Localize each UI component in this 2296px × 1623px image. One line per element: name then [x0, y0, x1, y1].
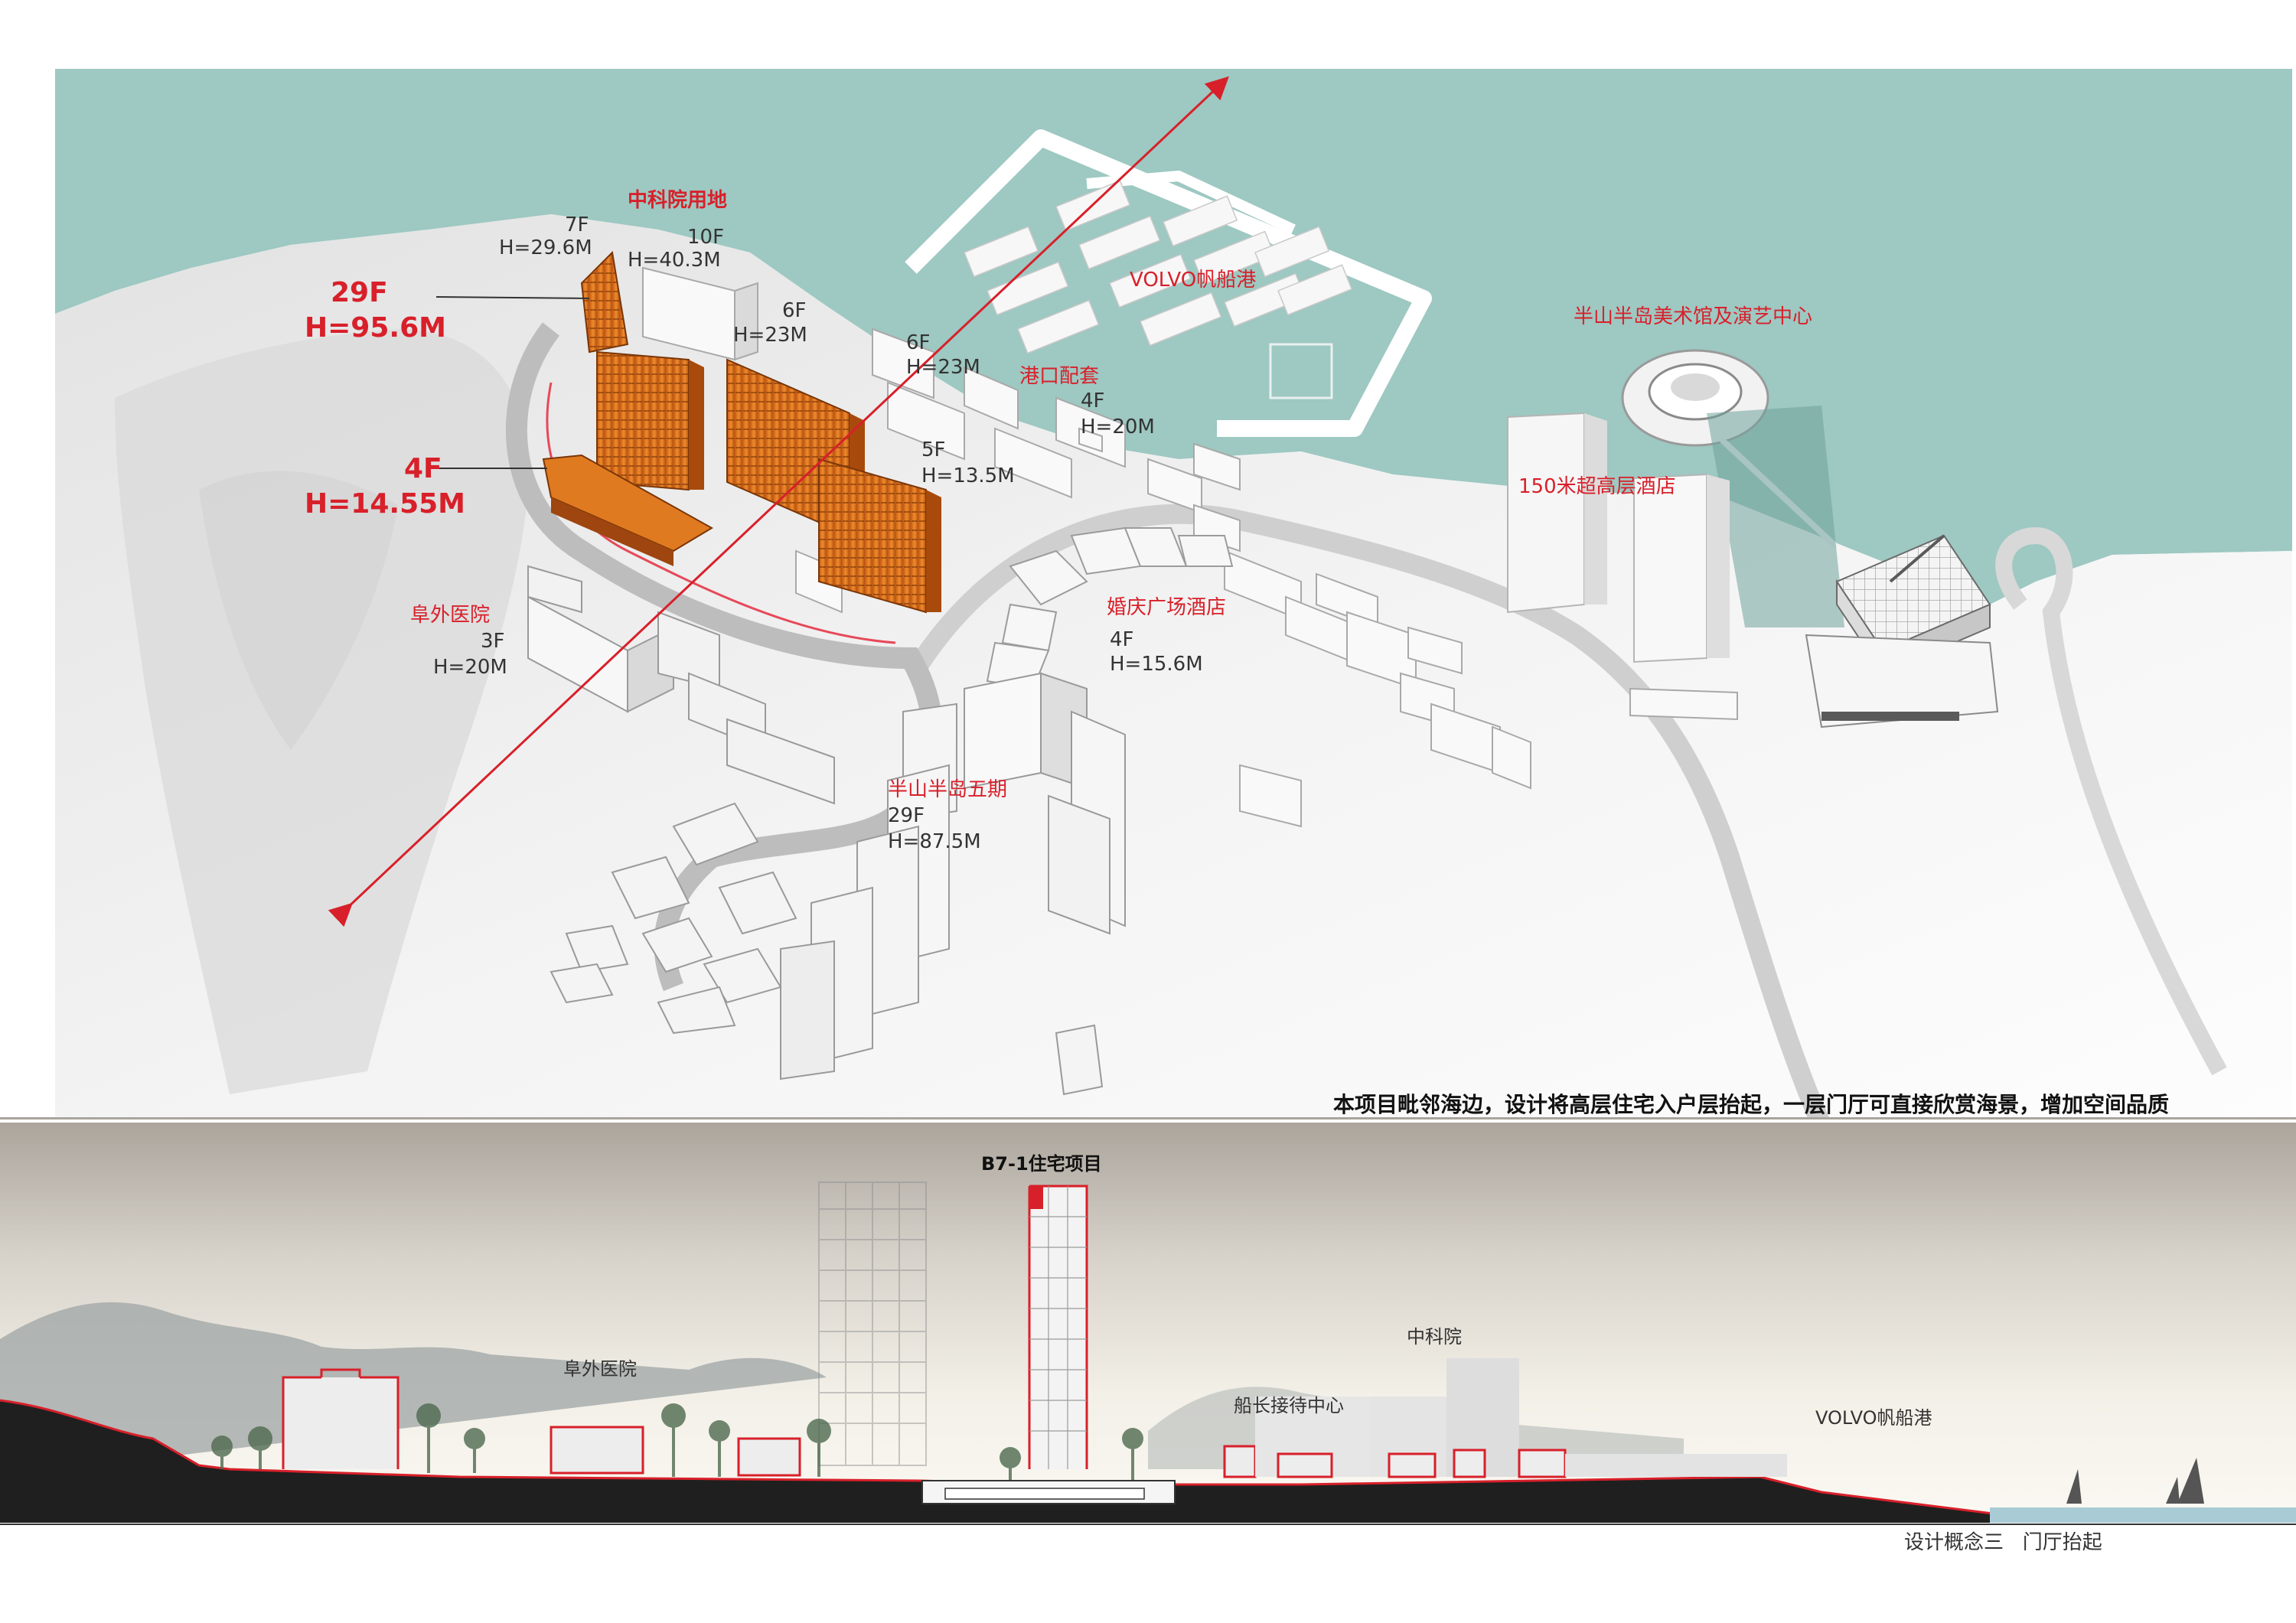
sailboats — [2066, 1458, 2204, 1504]
marina-pool — [1269, 343, 1333, 399]
label-phase5: 半山半岛五期 — [888, 778, 1008, 801]
height-10f-m: H=40.3M — [628, 249, 721, 272]
peninsula-road — [1995, 526, 2227, 1076]
far-mountains — [0, 1302, 827, 1477]
gallery-hall — [1805, 534, 1999, 728]
height-3f: 3F — [481, 630, 505, 653]
section-elevation — [0, 1117, 2296, 1523]
section-profile-redline — [0, 1399, 2006, 1517]
height-29f: 29F — [331, 277, 388, 308]
label-fuwai-hospital: 阜外医院 — [410, 604, 491, 627]
label-wedding-hotel: 婚庆广场酒店 — [1107, 596, 1227, 619]
height-4f-hotel-m: H=15.6M — [1110, 653, 1203, 676]
label-volvo-marina: VOLVO帆船港 — [1130, 269, 1257, 292]
footer-title: 设计概念三 门厅抬起 — [1904, 1531, 2102, 1554]
height-6f-a: 6F — [782, 299, 807, 322]
section-b7-tower — [921, 1185, 1176, 1504]
section-project-label: B7-1住宅项目 — [981, 1153, 1102, 1175]
section-sea — [1990, 1507, 2296, 1523]
height-4f-hotel: 4F — [1110, 628, 1134, 651]
section-ground — [0, 1400, 2005, 1523]
height-4f: 4F — [404, 453, 442, 484]
height-5f: 5F — [921, 438, 946, 461]
aerial-plan — [55, 69, 2292, 1129]
height-4f-m: H=14.55M — [305, 488, 465, 520]
section-label-fuwai: 阜外医院 — [563, 1358, 637, 1380]
label-hotel-150m: 150米超高层酒店 — [1518, 475, 1676, 498]
height-29f-p5: 29F — [888, 804, 925, 827]
ghost-tower — [818, 1181, 927, 1466]
label-museum-center: 半山半岛美术馆及演艺中心 — [1574, 305, 1813, 328]
height-4f-port: 4F — [1081, 389, 1105, 412]
section-label-volvo: VOLVO帆船港 — [1815, 1407, 1932, 1429]
section-label-cas: 中科院 — [1407, 1326, 1462, 1348]
height-4f-port-m: H=20M — [1081, 416, 1155, 438]
height-6f-b: 6F — [906, 331, 931, 354]
hotel-150m-building — [1507, 412, 1730, 663]
height-29f-p5-m: H=87.5M — [888, 830, 981, 853]
height-7f: 7F — [565, 213, 589, 236]
height-3f-m: H=20M — [433, 656, 507, 679]
museum-water-court — [1707, 406, 1844, 627]
height-5f-m: H=13.5M — [921, 464, 1015, 487]
section-hospital — [282, 1368, 801, 1477]
height-10f: 10F — [687, 226, 725, 249]
height-7f-m: H=29.6M — [499, 236, 592, 259]
palm-trees — [211, 1403, 1143, 1481]
section-cut-line — [328, 76, 1229, 927]
section-east-buildings — [1223, 1358, 1787, 1478]
plan-caption: 本项目毗邻海边，设计将高层住宅入户层抬起，一层门厅可直接欣赏海景，增加空间品质 — [1333, 1092, 2170, 1117]
label-cas-land: 中科院用地 — [628, 189, 728, 212]
section-label-captain: 船长接待中心 — [1234, 1395, 1344, 1416]
height-29f-m: H=95.6M — [305, 312, 446, 344]
label-port-support: 港口配套 — [1019, 365, 1100, 388]
tower-1 — [596, 350, 690, 491]
height-6f-b-m: H=23M — [906, 356, 980, 379]
height-6f-a-m: H=23M — [733, 324, 807, 347]
